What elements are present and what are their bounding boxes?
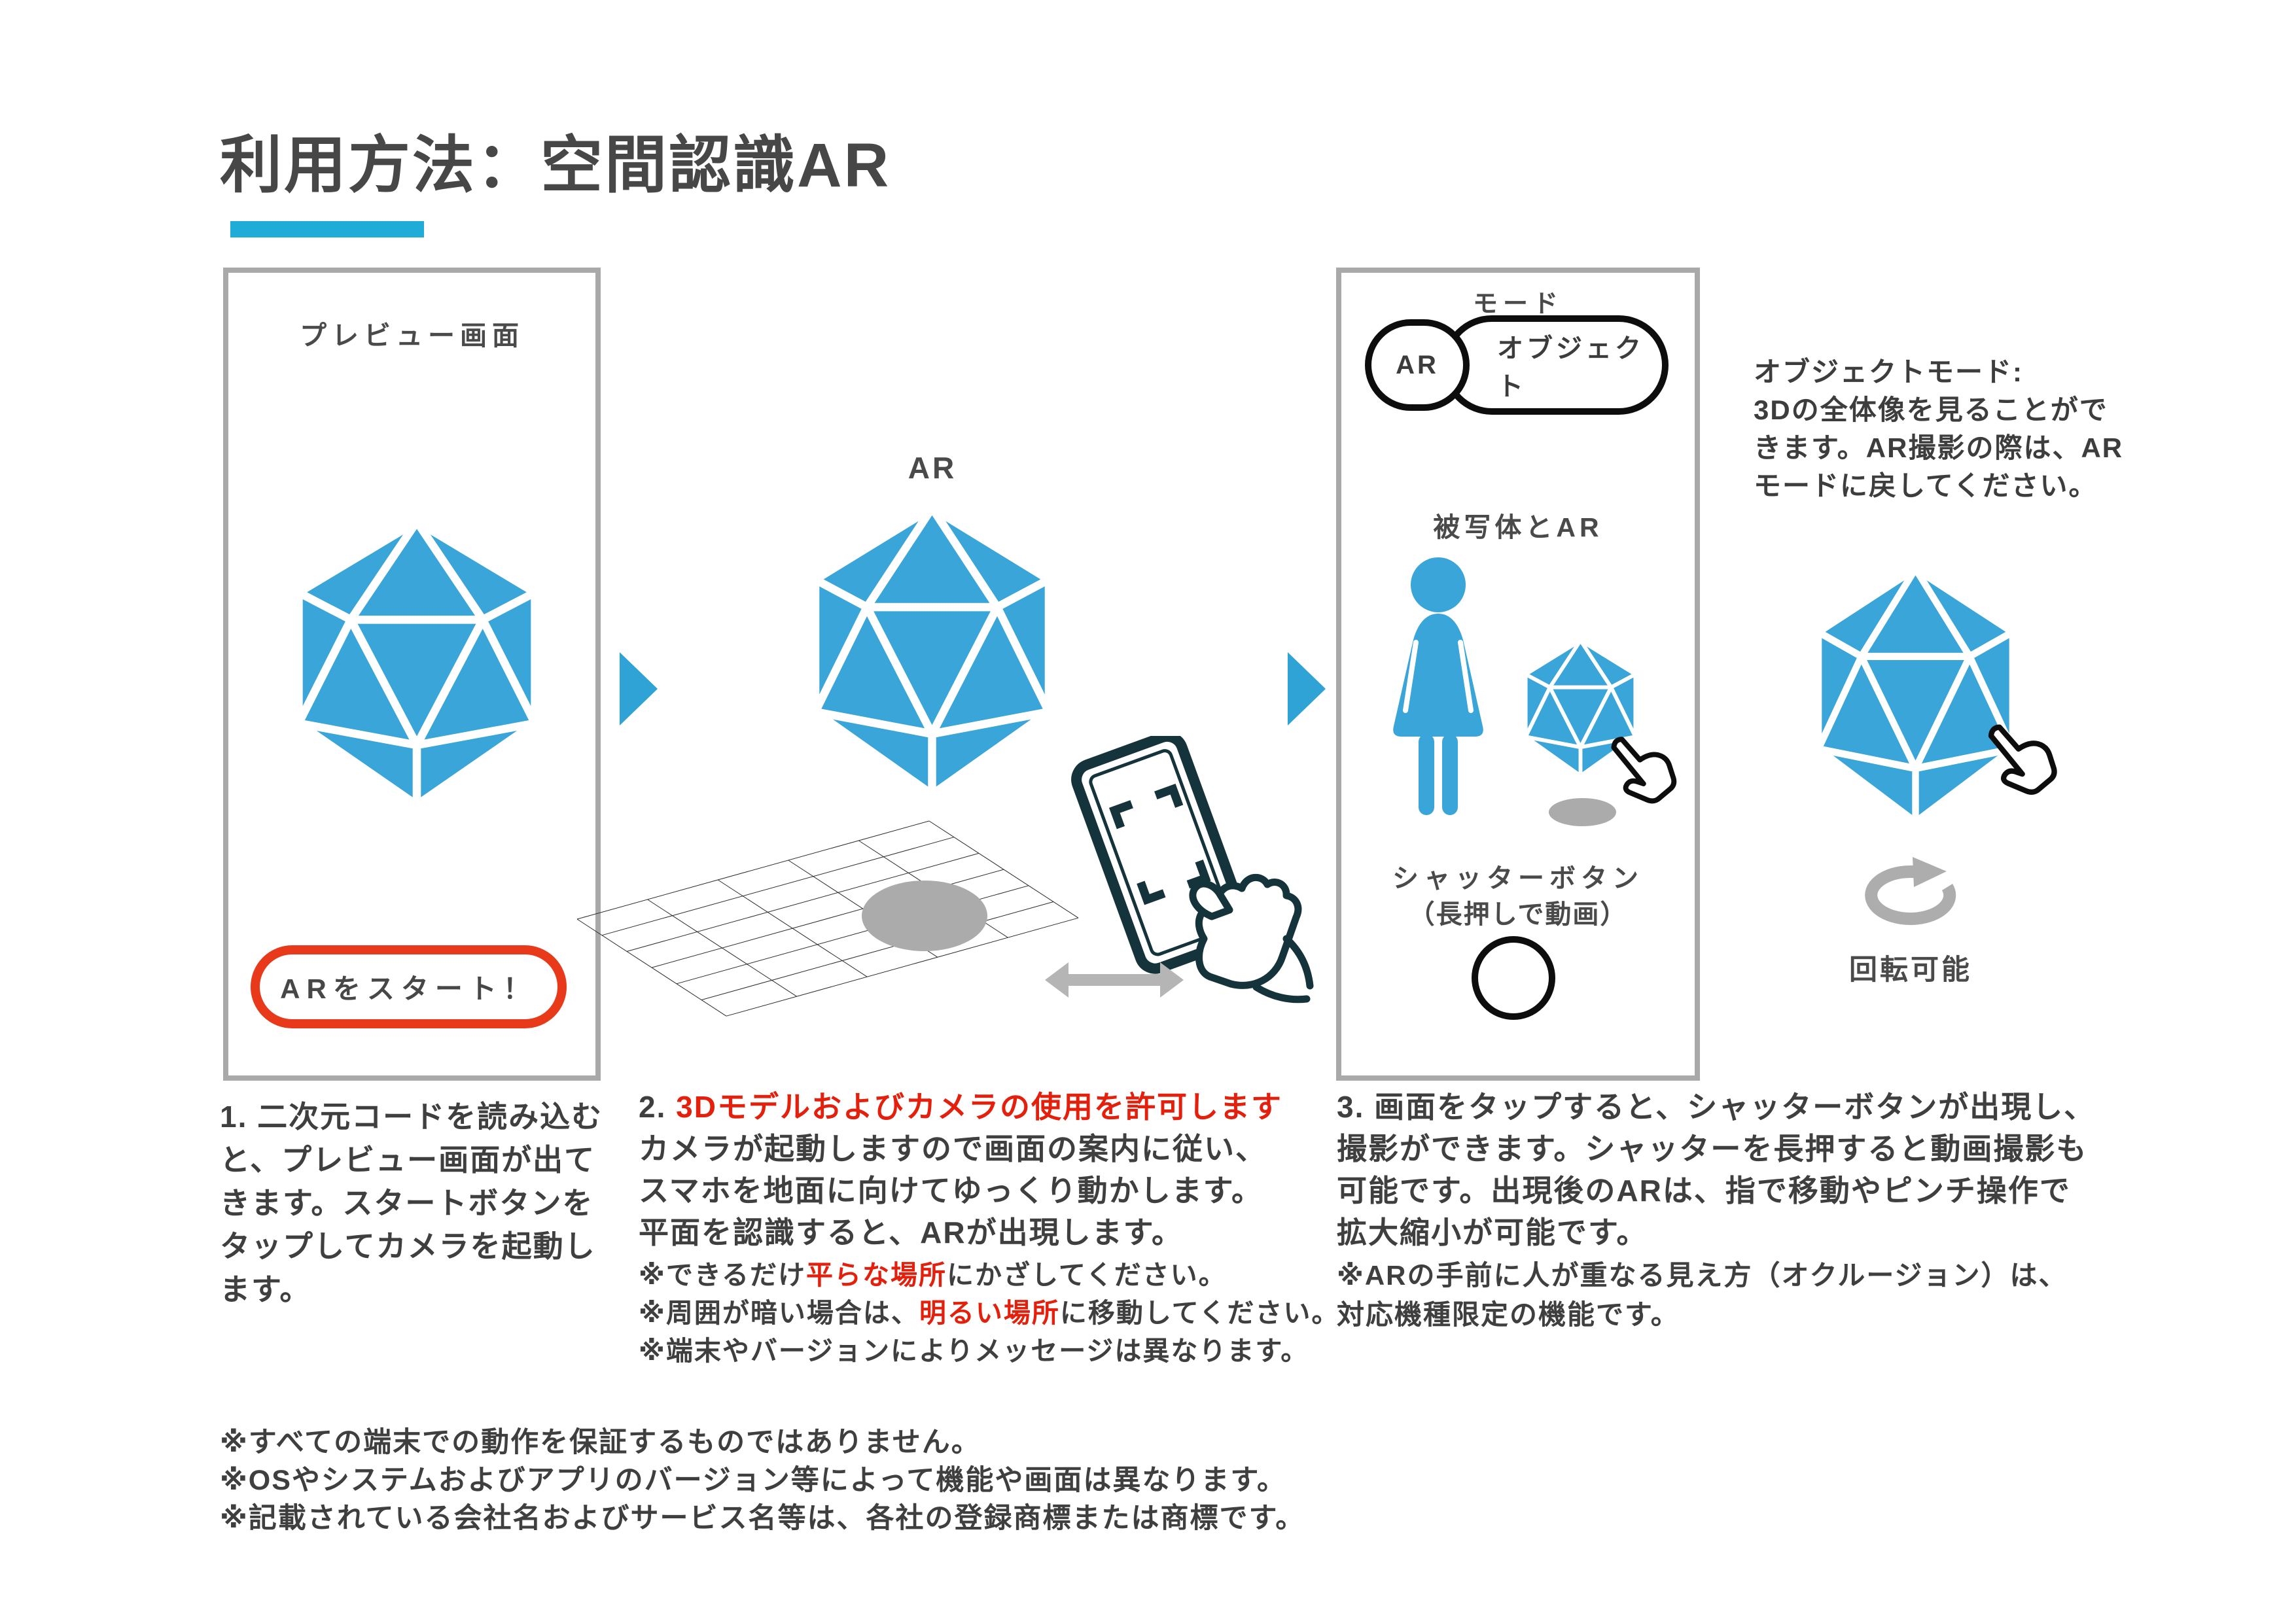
step2-note: ※端末やバージョンによりメッセージは異なります。	[639, 1336, 1309, 1366]
step3-line: 可能です。出現後のARは、指で移動やピンチ操作で	[1337, 1174, 2071, 1208]
icosahedron-icon	[796, 502, 1068, 800]
object-mode-note-line: 3Dの全体像を見ることがで	[1754, 394, 2108, 425]
arrow-right-icon	[1288, 652, 1326, 725]
step1-line: と、プレビュー画面が出て	[220, 1143, 596, 1177]
preview-screen-label: プレビュー画面	[300, 321, 524, 351]
page-title: 利用方法：空間認識AR	[220, 131, 891, 200]
step2-text: 2. 3Dモデルおよびカメラの使用を許可します カメラが起動しますので画面の案内…	[639, 1086, 1339, 1370]
hand-pointer-icon	[1988, 724, 2057, 795]
preview-screen-panel: プレビュー画面 ARをスタート！	[223, 268, 601, 1081]
step1-line: きます。スタートボタンを	[220, 1186, 594, 1220]
ar-stage-label: AR	[908, 451, 957, 485]
step3-note: 対応機種限定の機能です。	[1337, 1299, 1680, 1330]
object-mode-note-line: オブジェクトモード:	[1754, 357, 2023, 387]
shutter-button-circle[interactable]	[1472, 936, 1555, 1020]
hand-pointer-icon	[1611, 737, 1677, 804]
object-mode-note: オブジェクトモード: 3Dの全体像を見ることがで きます。AR撮影の際は、AR …	[1754, 353, 2123, 505]
step2-headline-red: 3Dモデルおよびカメラの使用を許可します	[676, 1090, 1282, 1124]
step1-line: タップしてカメラを起動し	[220, 1229, 596, 1263]
mode-object-label: オブジェクト	[1497, 334, 1644, 401]
step3-note: ※ARの手前に人が重なる見え方（オクルージョン）は、	[1337, 1260, 2068, 1291]
shutter-label-line2: （長押しで動画）	[1408, 900, 1628, 929]
step2-note: ※周囲が暗い場合は、明るい場所に移動してください。	[639, 1298, 1340, 1328]
step1-line: 1. 二次元コードを読み込む	[220, 1100, 603, 1134]
holding-hand-icon	[1189, 874, 1314, 1003]
woman-icon	[1393, 557, 1483, 815]
mode-ar-button[interactable]: AR	[1365, 319, 1470, 411]
scan-brackets-icon	[1109, 783, 1211, 905]
shadow-ellipse	[862, 881, 987, 951]
object-mode-note-line: モードに戻してください。	[1754, 470, 2098, 501]
step2-number: 2.	[639, 1090, 677, 1124]
subject-ar-label: 被写体とAR	[1433, 512, 1603, 542]
step2-line: カメラが起動しますので画面の案内に従い、	[639, 1132, 1267, 1166]
icosahedron-icon	[279, 516, 554, 811]
step2-line: 平面を認識すると、ARが出現します。	[639, 1215, 1183, 1249]
mode-label: モード	[1472, 290, 1563, 318]
step1-text: 1. 二次元コードを読み込む と、プレビュー画面が出て きます。スタートボタンを…	[220, 1095, 603, 1311]
title-accent-bar	[230, 221, 424, 237]
step3-line: 3. 画面をタップすると、シャッターボタンが出現し、	[1337, 1090, 2096, 1124]
step1-line: ます。	[220, 1272, 311, 1306]
step3-line: 撮影ができます。シャッターを長押すると動画撮影も	[1337, 1132, 2088, 1166]
rotate-icon	[1865, 857, 1956, 925]
step3-line: 拡大縮小が可能です。	[1337, 1215, 1648, 1249]
rotate-label: 回転可能	[1849, 954, 1972, 986]
phone-scan-icon	[1071, 736, 1314, 1003]
ar-start-button[interactable]: ARをスタート！	[251, 945, 567, 1028]
shadow-ellipse	[1549, 798, 1616, 826]
footer-note: ※すべての端末での動作を保証するものではありません。	[220, 1427, 981, 1458]
grid-plane-icon	[576, 788, 1080, 1050]
arrow-right-icon	[620, 652, 658, 725]
object-mode-note-line: きます。AR撮影の際は、AR	[1754, 432, 2124, 463]
step3-text: 3. 画面をタップすると、シャッターボタンが出現し、 撮影ができます。シャッター…	[1337, 1086, 2095, 1335]
double-arrow-icon	[1045, 962, 1184, 998]
mode-panel: モード AR オブジェクト 被写体とAR シャッターボタン （長押しで動画）	[1336, 268, 1700, 1081]
shutter-label-line1: シャッターボタン	[1392, 864, 1644, 893]
footer-notes: ※すべての端末での動作を保証するものではありません。 ※OSやシステムおよびアプ…	[220, 1423, 1305, 1537]
mode-ar-label: AR	[1396, 350, 1439, 379]
step2-note: ※できるだけ平らな場所にかざしてください。	[639, 1260, 1227, 1290]
step2-line: スマホを地面に向けてゆっくり動かします。	[639, 1174, 1263, 1208]
footer-note: ※記載されている会社名およびサービス名等は、各社の登録商標または商標です。	[220, 1503, 1305, 1534]
footer-note: ※OSやシステムおよびアプリのバージョン等によって機能や画面は異なります。	[220, 1465, 1287, 1496]
mode-object-button[interactable]: オブジェクト	[1442, 315, 1669, 415]
step2-headline: 2. 3Dモデルおよびカメラの使用を許可します	[639, 1086, 1339, 1128]
